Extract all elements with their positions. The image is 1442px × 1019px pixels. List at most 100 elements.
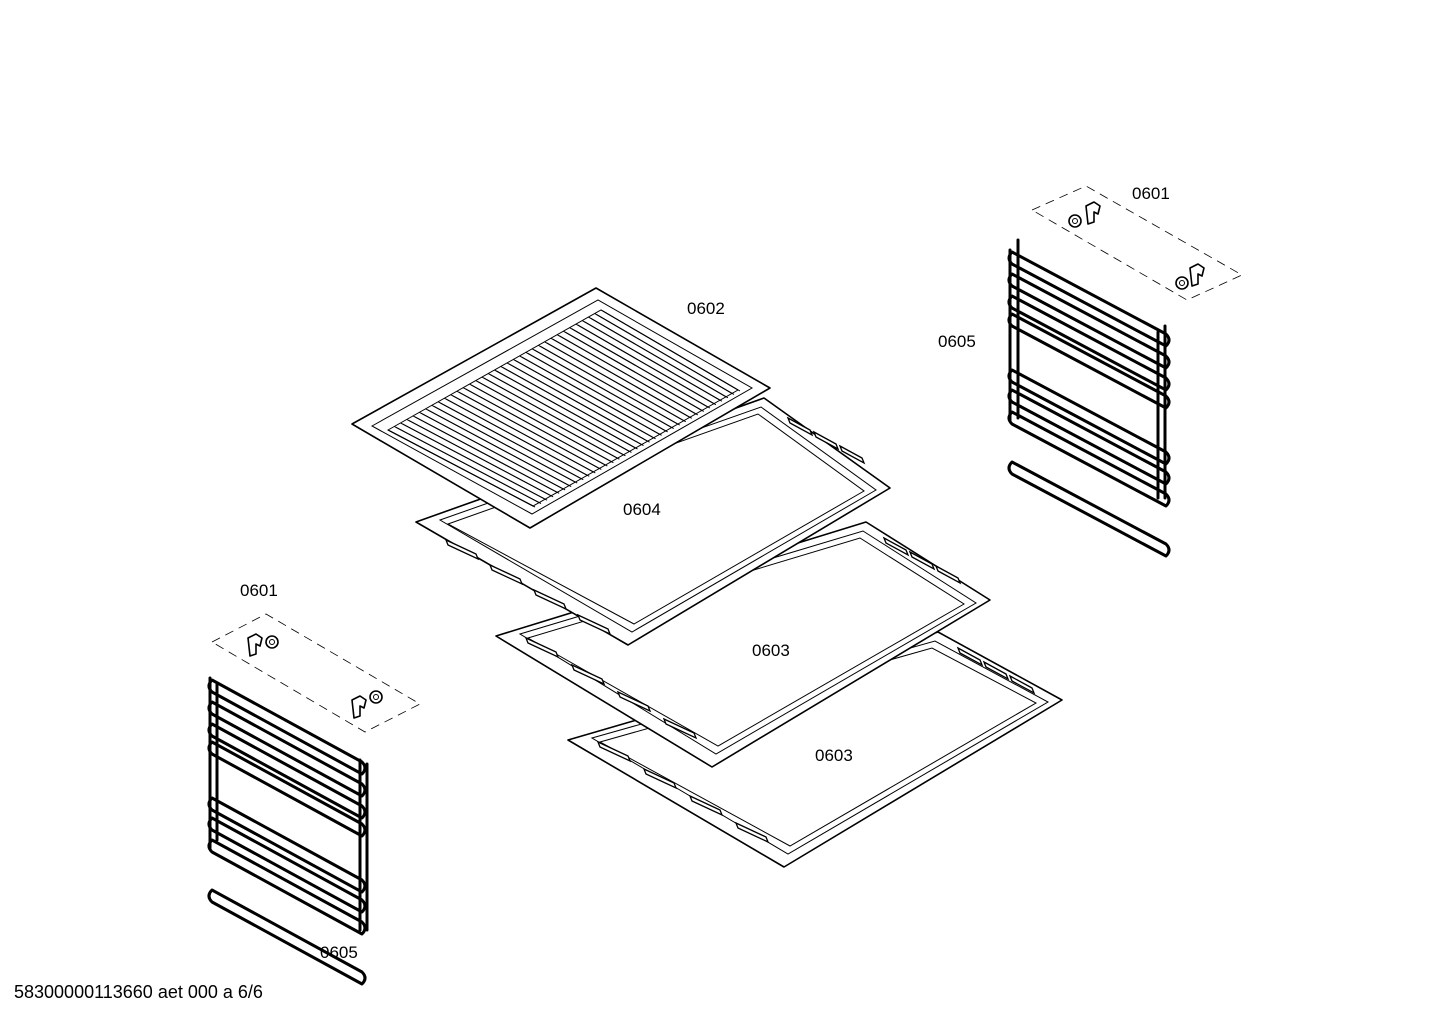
- side-rails-right: [1007, 238, 1171, 558]
- vent-slot: [616, 690, 652, 713]
- shelf-bar: [414, 416, 560, 494]
- shelf-bar: [389, 430, 536, 508]
- shelf-bar: [433, 405, 578, 484]
- tray-vent-slots: [596, 740, 770, 844]
- shelf-bar: [458, 391, 602, 470]
- shelf-bar: [571, 328, 711, 409]
- rail-wire: [207, 700, 367, 798]
- shelf-bar: [477, 381, 620, 460]
- shelf-bar: [508, 363, 650, 443]
- tray-vent-slots: [444, 538, 612, 636]
- rail-wires: [207, 678, 367, 986]
- shelf-bar: [464, 388, 608, 467]
- shelf-bar: [439, 402, 584, 481]
- vent-slot: [532, 588, 568, 611]
- shelf-bar: [521, 356, 662, 436]
- part-label-0603-middle: 0603: [752, 641, 790, 660]
- part-label-0605-left: 0605: [320, 943, 358, 962]
- rail-wires: [1007, 250, 1171, 558]
- rail-wire: [1007, 250, 1171, 348]
- document-id: 58300000113660 aet 000 a 6/6: [14, 982, 263, 1002]
- part-label-0605-right: 0605: [938, 332, 976, 351]
- shelf-bar: [452, 395, 596, 474]
- clip-icon: [247, 633, 279, 657]
- vent-slot: [934, 564, 962, 585]
- vent-slot: [908, 550, 936, 571]
- tray-vent-slots: [882, 536, 962, 585]
- baking-tray-top: [415, 397, 891, 646]
- shelf-bar: [552, 338, 693, 419]
- shelf-bar: [427, 409, 572, 487]
- vent-slot: [662, 717, 698, 740]
- shelf-bar: [421, 412, 566, 491]
- rail-wire: [1007, 312, 1171, 410]
- vent-slot: [882, 536, 910, 557]
- vent-slot: [734, 821, 770, 844]
- shelf-bar: [546, 342, 686, 423]
- vent-slot: [838, 444, 866, 465]
- shelf-bar: [496, 370, 638, 450]
- tray-vent-slots: [524, 636, 698, 740]
- vent-slot: [444, 538, 480, 561]
- rack-clips-right: [1031, 185, 1243, 301]
- shelf-wire-bars: [387, 309, 741, 508]
- shelf-bar: [540, 345, 680, 426]
- shelf-bar: [590, 317, 729, 399]
- vent-slot: [596, 740, 632, 763]
- shelf-bar: [602, 310, 741, 392]
- vent-slot: [1008, 674, 1036, 695]
- rail-wire: [207, 796, 367, 894]
- shelf-bar: [408, 419, 554, 498]
- rail-wire: [1007, 368, 1171, 466]
- vent-slot: [786, 416, 814, 437]
- clip-icon: [1175, 263, 1205, 290]
- tray-vent-slots: [786, 416, 866, 465]
- rail-wire: [207, 722, 367, 820]
- rail-wire: [207, 838, 367, 936]
- shelf-bar: [471, 384, 614, 464]
- vent-slot: [576, 613, 612, 636]
- baking-tray-middle: [495, 521, 991, 768]
- vent-slot: [688, 794, 724, 817]
- shelf-bar: [558, 335, 699, 416]
- rail-wire: [1007, 294, 1171, 392]
- rail-wire: [207, 678, 367, 776]
- rail-wire: [207, 740, 367, 838]
- rail-wire: [1007, 272, 1171, 370]
- rack-clips-left: [211, 613, 421, 733]
- shelf-bar: [527, 352, 668, 433]
- shelf-bar: [596, 314, 735, 395]
- shelf-bar: [583, 321, 723, 402]
- vent-slot: [642, 767, 678, 790]
- part-label-0601-left: 0601: [240, 581, 278, 600]
- shelf-bar: [446, 398, 590, 477]
- shelf-bar: [565, 331, 705, 412]
- shelf-bar: [577, 324, 717, 406]
- wire-shelf: [351, 287, 771, 529]
- shelf-bar: [515, 359, 656, 440]
- side-rails-left: [207, 676, 369, 986]
- part-label-0603-bottom: 0603: [815, 746, 853, 765]
- vent-slot: [982, 660, 1010, 681]
- vent-slot: [488, 563, 524, 586]
- vent-slot: [570, 663, 606, 686]
- rail-wire: [1007, 388, 1171, 486]
- rail-wire: [1007, 410, 1171, 508]
- rail-wire: [1007, 460, 1171, 558]
- rail-wire: [207, 888, 367, 986]
- shelf-bar: [483, 377, 626, 457]
- part-label-0601-right: 0601: [1132, 184, 1170, 203]
- vent-slot: [812, 430, 840, 451]
- clip-icon: [1068, 201, 1101, 228]
- shelf-bar: [502, 367, 644, 447]
- shelf-bar: [489, 374, 632, 453]
- shelf-bar: [402, 423, 548, 501]
- clip-icon: [351, 690, 383, 719]
- tray-vent-slots: [956, 646, 1036, 695]
- rail-wire: [207, 816, 367, 914]
- vent-slot: [524, 636, 560, 659]
- part-label-0604: 0604: [623, 500, 661, 519]
- vent-slot: [956, 646, 984, 667]
- shelf-bar: [396, 427, 542, 505]
